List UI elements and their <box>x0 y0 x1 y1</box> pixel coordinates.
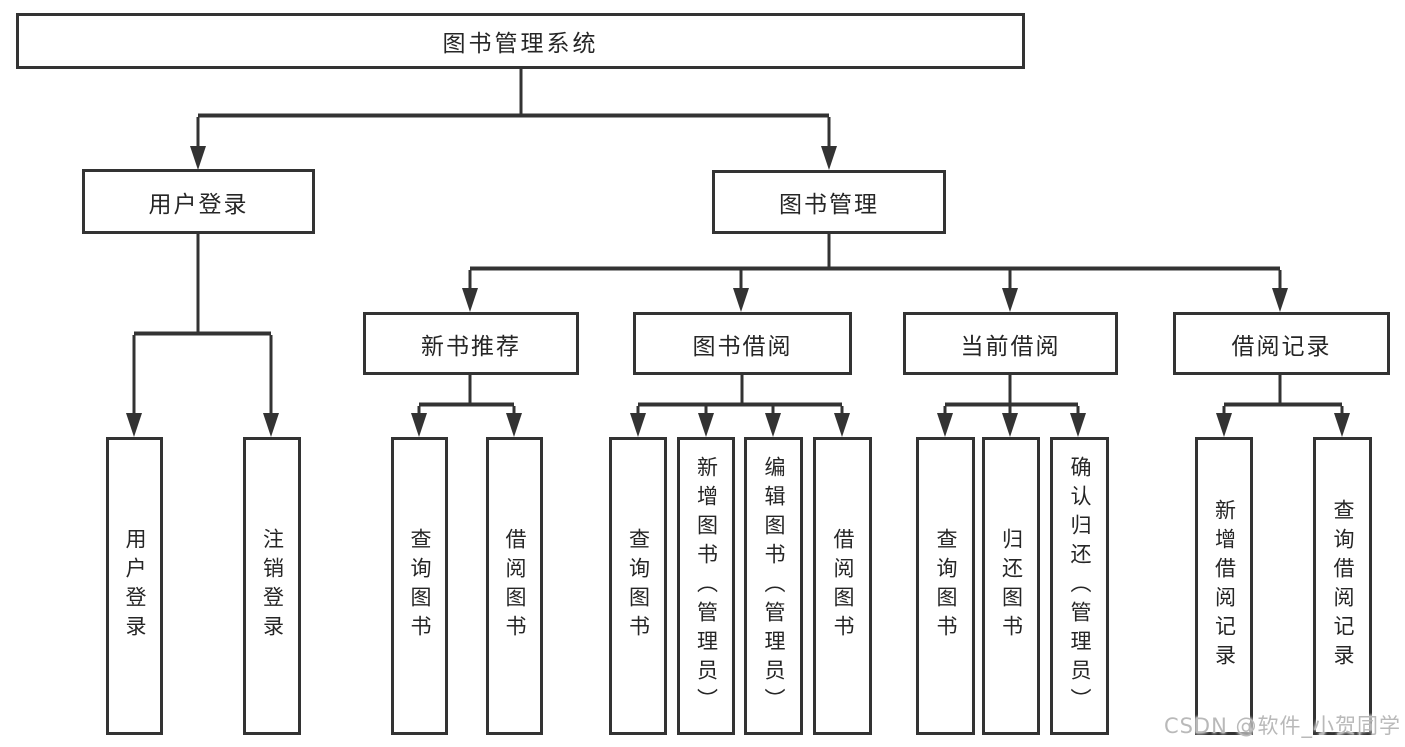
node-label: 新书推荐 <box>421 333 521 360</box>
node-library-management-system: 图书管理系统 <box>16 13 1025 69</box>
csdn-watermark: CSDN @软件_小贺同学 <box>1163 714 1401 738</box>
leaf-confirm-return-admin: 确认归还（管理员） <box>1050 437 1109 735</box>
leaf-query-books: 查询图书 <box>391 437 448 735</box>
node-new-book-recommend: 新书推荐 <box>363 312 579 375</box>
node-label: 图书管理 <box>779 192 879 218</box>
node-label: 借阅图书 <box>503 528 527 644</box>
leaf-query-books: 查询图书 <box>609 437 667 735</box>
leaf-user-login: 用户登录 <box>106 437 163 735</box>
node-borrow-records: 借阅记录 <box>1173 312 1390 375</box>
node-label: 确认归还（管理员） <box>1068 455 1092 717</box>
node-label: 借阅记录 <box>1231 333 1332 360</box>
node-label: 查询借阅记录 <box>1331 499 1355 673</box>
leaf-return-books: 归还图书 <box>982 437 1040 735</box>
node-label: 编辑图书（管理员） <box>762 455 786 717</box>
leaf-logout: 注销登录 <box>243 437 301 735</box>
leaf-query-borrow-record: 查询借阅记录 <box>1313 437 1372 735</box>
node-label: 查询图书 <box>408 528 432 644</box>
leaf-borrow-books: 借阅图书 <box>813 437 872 735</box>
node-user-login: 用户登录 <box>82 169 315 234</box>
node-book-borrow: 图书借阅 <box>633 312 852 375</box>
node-label: 注销登录 <box>260 528 285 644</box>
leaf-query-books: 查询图书 <box>916 437 975 735</box>
node-label: 图书管理系统 <box>442 31 599 57</box>
node-label: 新增图书（管理员） <box>694 455 719 717</box>
leaf-borrow-books: 借阅图书 <box>486 437 543 735</box>
leaf-add-borrow-record: 新增借阅记录 <box>1195 437 1253 735</box>
node-label: 新增借阅记录 <box>1212 499 1237 673</box>
node-label: 用户登录 <box>148 191 249 218</box>
node-label: 查询图书 <box>934 528 958 644</box>
node-label: 图书借阅 <box>692 333 793 360</box>
node-label: 查询图书 <box>626 528 651 644</box>
node-label: 当前借阅 <box>960 333 1061 360</box>
node-label: 用户登录 <box>123 528 147 644</box>
leaf-add-books-admin: 新增图书（管理员） <box>677 437 735 735</box>
node-current-borrow: 当前借阅 <box>903 312 1118 375</box>
leaf-edit-books-admin: 编辑图书（管理员） <box>744 437 803 735</box>
node-book-management: 图书管理 <box>712 170 946 234</box>
node-label: 借阅图书 <box>831 528 855 644</box>
node-label: 归还图书 <box>999 528 1024 644</box>
